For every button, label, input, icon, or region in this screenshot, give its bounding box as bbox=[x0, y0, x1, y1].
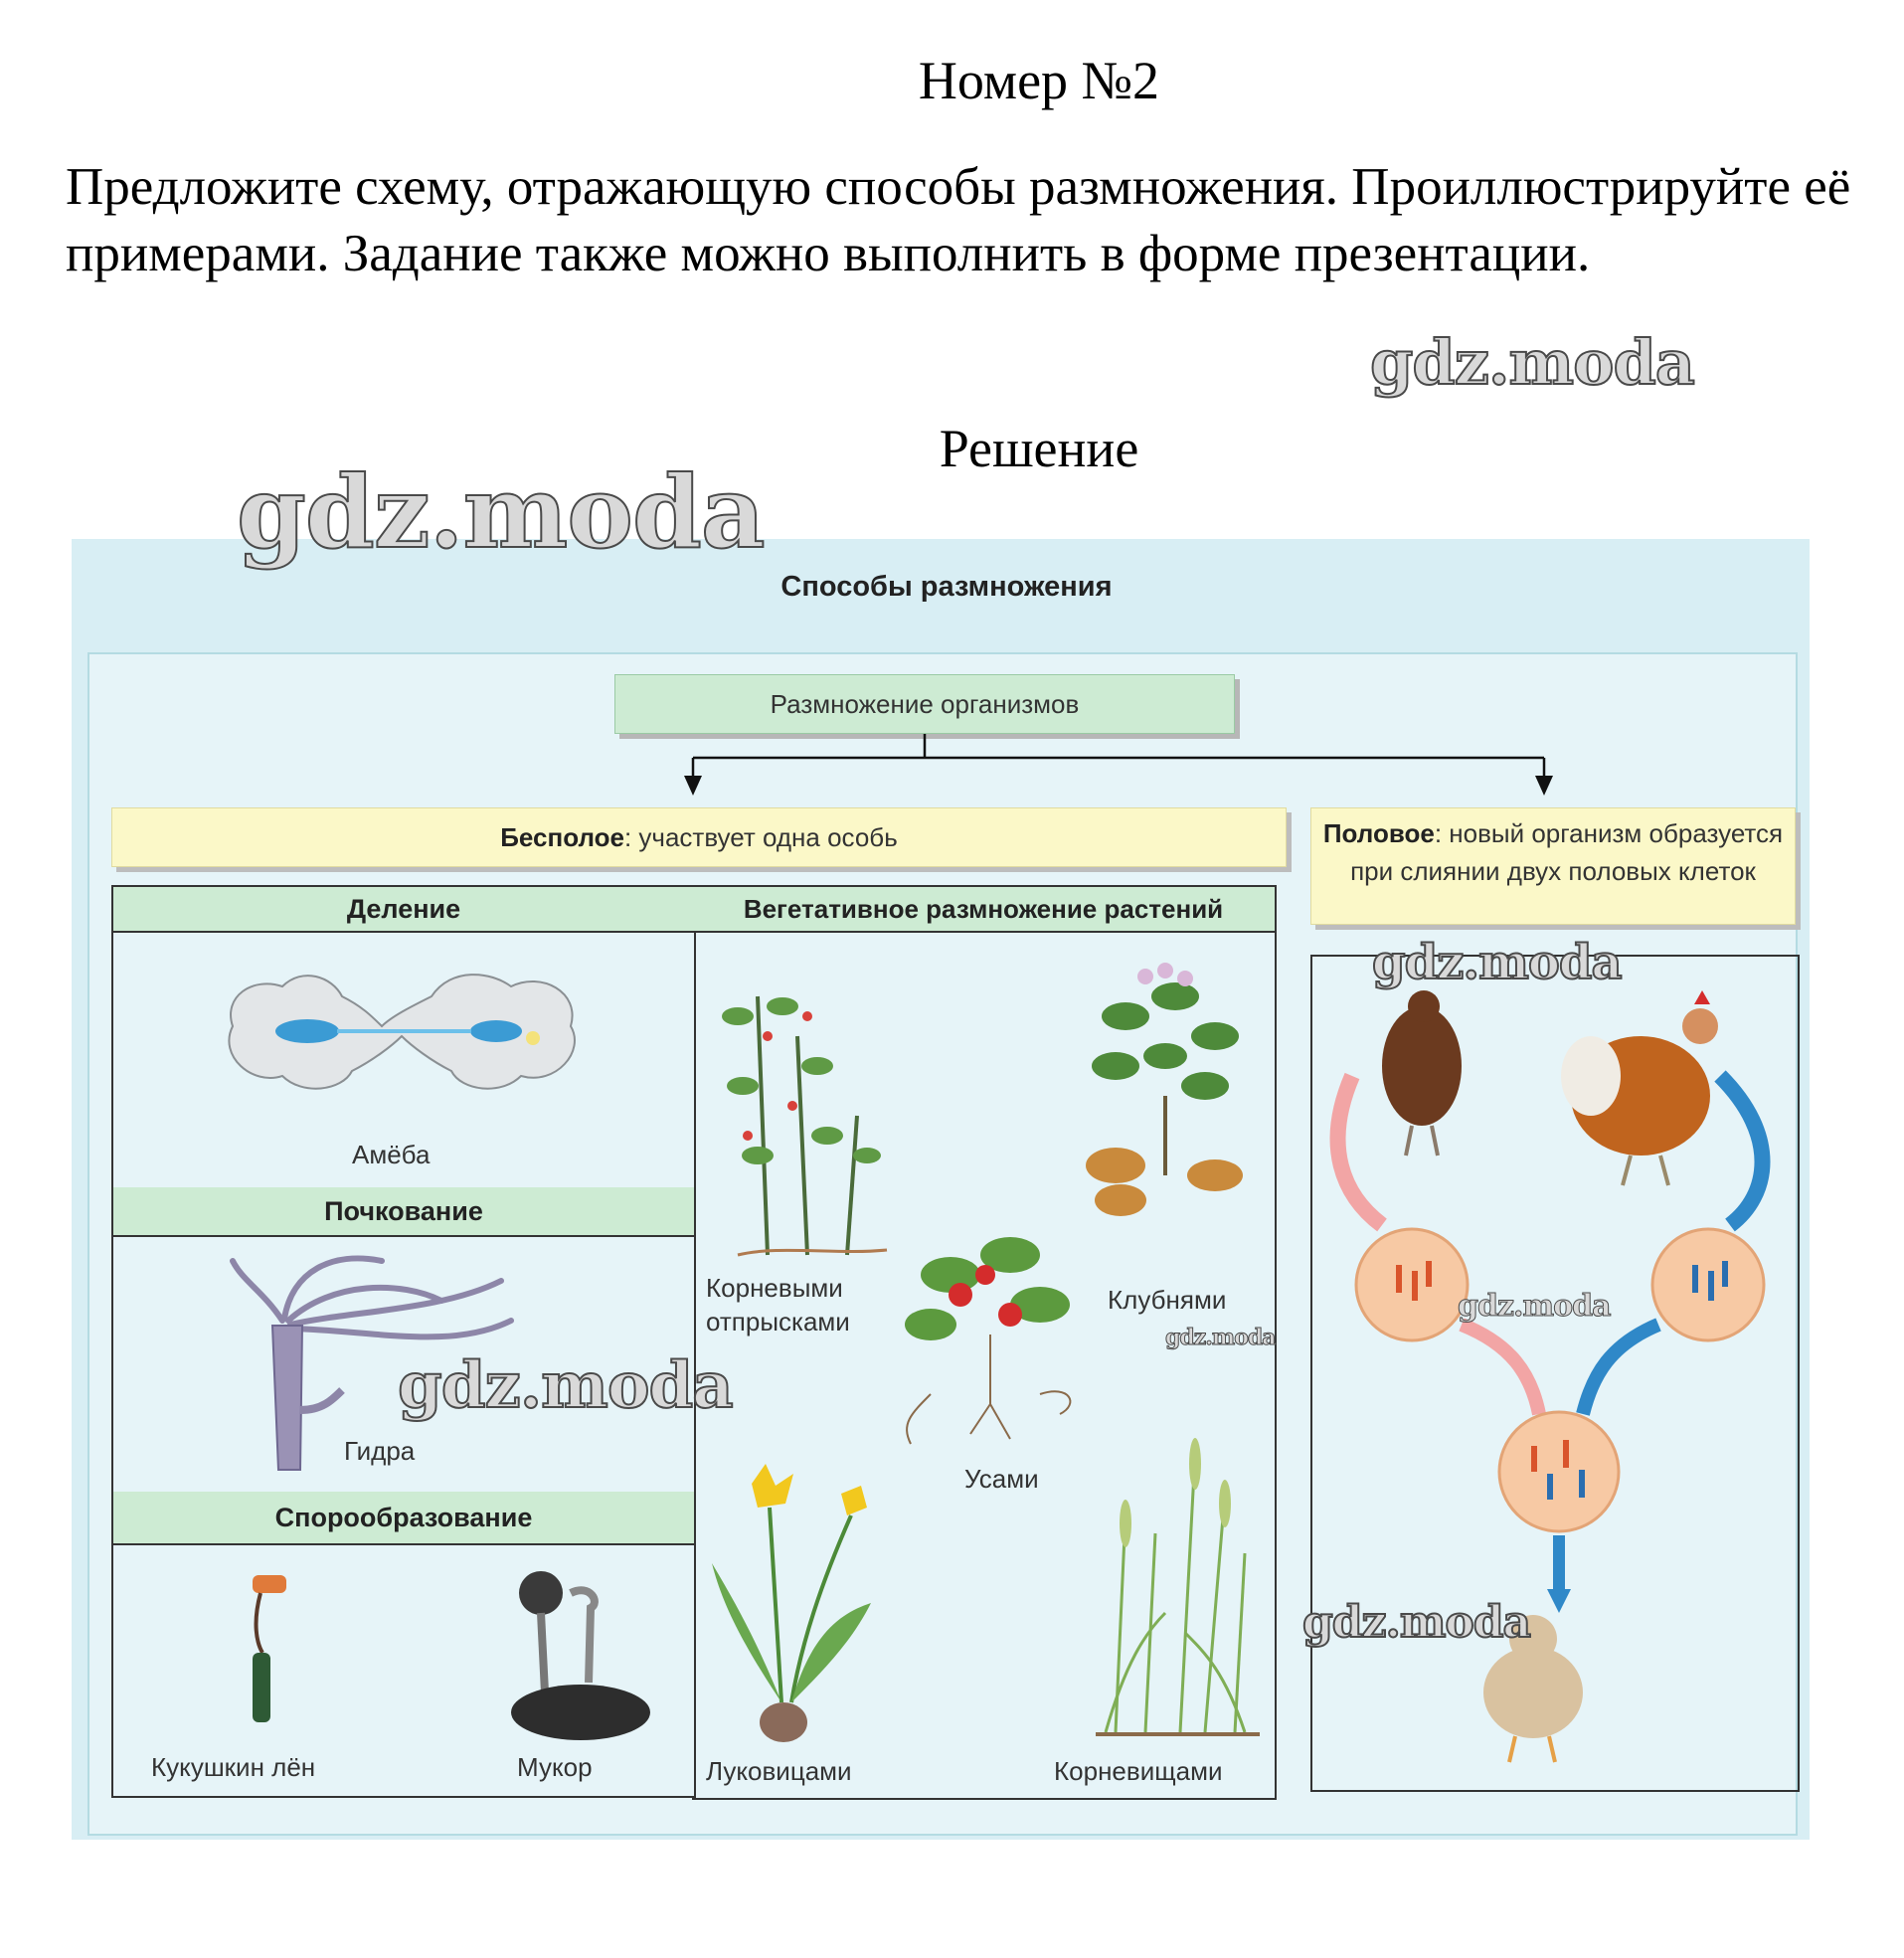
watermark-logo: gdz.moda bbox=[397, 1347, 735, 1424]
budding-title: Почкование bbox=[324, 1196, 483, 1226]
pink-arrow-icon bbox=[1329, 1072, 1387, 1232]
potato-illustration bbox=[1086, 963, 1243, 1216]
rhizomes-label: Корневищами bbox=[1054, 1756, 1223, 1786]
watermark-logo: gdz.moda bbox=[1301, 1596, 1532, 1649]
chick-icon bbox=[1483, 1615, 1583, 1763]
task-text: Предложите схему, отражающую способы раз… bbox=[66, 158, 1851, 282]
arrow-sexual-icon bbox=[1535, 776, 1553, 796]
tubers-label: Клубнями bbox=[1108, 1285, 1227, 1315]
watermark-logo: gdz.moda bbox=[1371, 934, 1624, 991]
rhizome-grass-illustration bbox=[1096, 1438, 1260, 1736]
connector-arrows bbox=[684, 734, 1553, 796]
mucor-illustration bbox=[511, 1571, 650, 1740]
rooster-icon bbox=[1561, 990, 1718, 1186]
task-number: Номер №2 bbox=[918, 51, 1160, 110]
division-title: Деление bbox=[346, 894, 461, 924]
asexual-bold: Бесполое bbox=[500, 822, 624, 852]
division-header: Деление bbox=[113, 887, 694, 933]
hen-icon bbox=[1382, 990, 1462, 1157]
spores-title: Спорообразование bbox=[274, 1503, 533, 1532]
sexual-bold: Половое bbox=[1322, 818, 1435, 848]
mucor-label: Мукор bbox=[517, 1752, 593, 1782]
moss-illustration bbox=[253, 1575, 286, 1722]
bulb-plant-illustration bbox=[712, 1464, 871, 1742]
vegetative-title: Вегетативное размножение растений bbox=[743, 894, 1224, 924]
vegetative-cell: Вегетативное размножение растений Корнев… bbox=[692, 885, 1277, 1800]
sexual-rest: : новый организм образуется при слиянии … bbox=[1350, 818, 1784, 886]
root-label: Размножение организмов bbox=[770, 689, 1080, 719]
hydra-label: Гидра bbox=[344, 1436, 416, 1466]
asexual-banner: Бесполое: участвует одна особь bbox=[111, 807, 1287, 867]
zygote-icon bbox=[1497, 1410, 1621, 1533]
chicken-cycle-illustration bbox=[1329, 990, 1771, 1763]
division-cell: Деление Амёба bbox=[111, 885, 696, 1191]
watermark-logo: gdz.moda bbox=[1458, 1289, 1613, 1325]
bulbs-label: Луковицами bbox=[706, 1756, 852, 1786]
root-suckers-plant-illustration bbox=[722, 995, 888, 1257]
hydra-illustration bbox=[230, 1255, 514, 1471]
sexual-cell bbox=[1310, 955, 1800, 1792]
watermark-logo: gdz.moda bbox=[1369, 325, 1696, 400]
spores-header: Спорообразование bbox=[113, 1492, 694, 1545]
amoeba-illustration bbox=[228, 974, 576, 1090]
budding-cell: Почкование Гидра bbox=[111, 1187, 696, 1494]
figure-title: Способы размножения bbox=[780, 571, 1113, 603]
watermark-logo: gdz.moda bbox=[1165, 1325, 1278, 1351]
spores-cell: Спорообразование Кукушкин лён Мукор bbox=[111, 1492, 696, 1798]
scheme-figure: Способы размножения Размножение организм… bbox=[72, 539, 1810, 1840]
arrow-asexual-icon bbox=[684, 776, 702, 796]
strawberry-illustration bbox=[905, 1237, 1072, 1445]
root-box: Размножение организмов bbox=[614, 674, 1235, 734]
amoeba-label: Амёба bbox=[352, 1140, 431, 1169]
scheme-inner-panel: Размножение организмов Бесполое: участву… bbox=[87, 652, 1800, 1836]
watermark-logo: gdz.moda bbox=[236, 452, 767, 572]
runners-label: Усами bbox=[964, 1464, 1039, 1494]
asexual-rest: : участвует одна особь bbox=[623, 822, 898, 852]
blue-arrow-icon bbox=[1714, 1070, 1771, 1232]
solution-heading: Решение bbox=[939, 419, 1139, 478]
moss-label: Кукушкин лён bbox=[151, 1752, 316, 1782]
budding-header: Почкование bbox=[113, 1187, 694, 1237]
sexual-banner: Половое: новый организм образуется при с… bbox=[1310, 807, 1796, 925]
root-suckers-label: Корневыми отпрысками bbox=[706, 1273, 850, 1336]
vegetative-header: Вегетативное размножение растений bbox=[692, 887, 1275, 933]
